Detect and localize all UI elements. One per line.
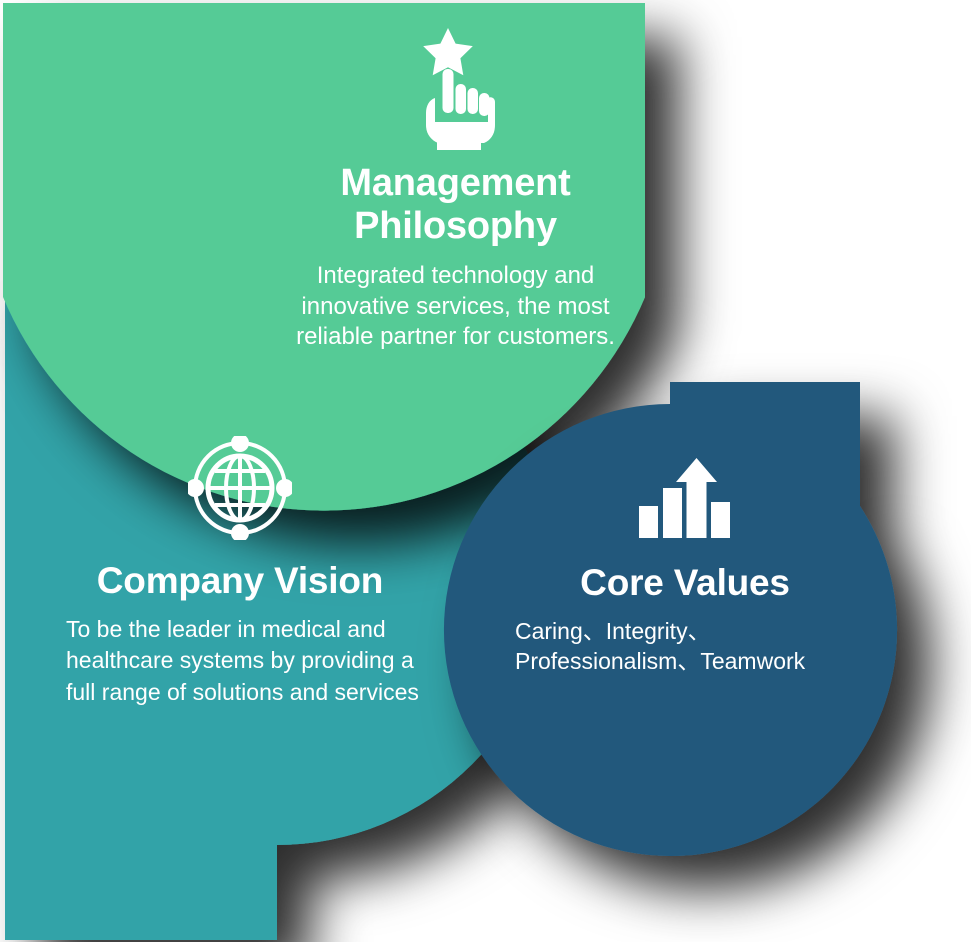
section-core-values: Core Values Caring、Integrity、Professiona… bbox=[485, 440, 885, 677]
section-body: To be the leader in medical and healthca… bbox=[66, 615, 419, 705]
hand-pointing-star-icon bbox=[283, 22, 628, 152]
section-body: Integrated technology and innovative ser… bbox=[296, 261, 615, 351]
section-title: Management Philosophy bbox=[340, 162, 571, 247]
section-management-philosophy: Management Philosophy Integrated technol… bbox=[283, 22, 628, 353]
bar-chart-growth-arrow-icon bbox=[485, 440, 885, 540]
section-title: Core Values bbox=[580, 562, 790, 603]
section-title: Company Vision bbox=[96, 560, 384, 601]
globe-network-icon bbox=[40, 430, 440, 540]
shape-core-values bbox=[443, 382, 898, 857]
section-body: Caring、Integrity、Professionalism、Teamwor… bbox=[515, 617, 806, 675]
section-company-vision: Company Vision To be the leader in medic… bbox=[40, 430, 440, 708]
